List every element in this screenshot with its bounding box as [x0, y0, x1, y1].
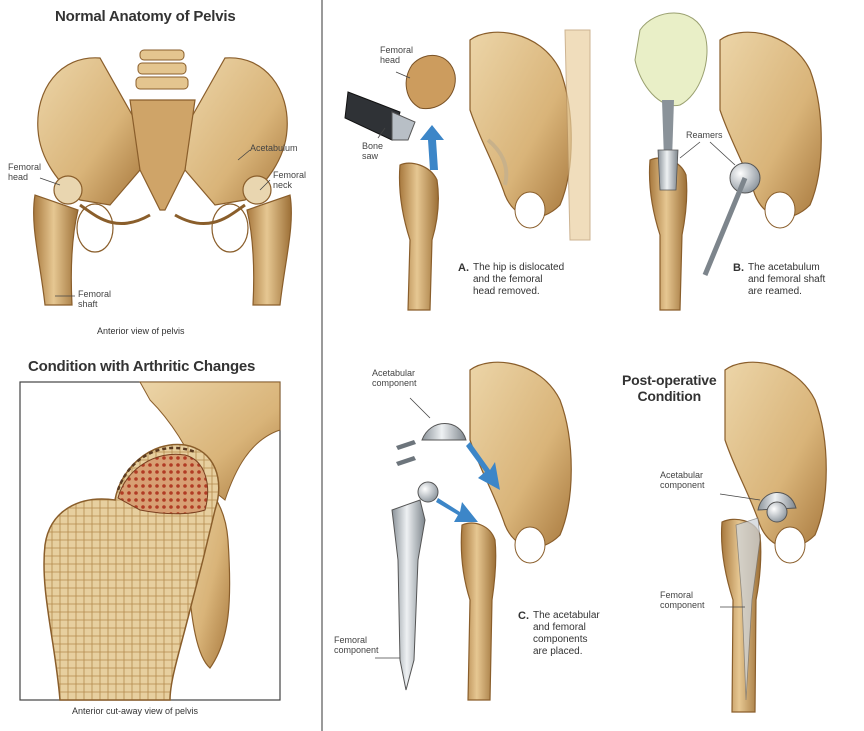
postop-label-acetabular-component: Acetabular component [660, 470, 705, 490]
normal-pelvis-illustration [34, 50, 292, 305]
step-b-text: The acetabulum and femoral shaft are rea… [748, 262, 825, 298]
step-b-caption: B. The acetabulum and femoral shaft are … [733, 262, 825, 298]
step-a-label-femoral-head: Femoral head [380, 45, 413, 65]
label-femoral-head: Femoral head [8, 162, 41, 182]
step-c-caption: C. The acetabular and femoral components… [518, 610, 600, 658]
label-femoral-neck: Femoral neck [273, 170, 306, 190]
step-c-letter: C. [518, 610, 529, 658]
step-c-label-acetabular-component: Acetabular component [372, 368, 417, 388]
step-b-leaders [680, 142, 735, 165]
arthritic-cutaway-illustration [20, 382, 280, 700]
postop-title: Post-operative Condition [622, 372, 716, 404]
step-c-label-femoral-component: Femoral component [334, 635, 379, 655]
step-b-label-reamers: Reamers [686, 130, 723, 140]
step-a-caption: A. The hip is dislocated and the femoral… [458, 262, 564, 298]
postop-illustration [722, 362, 827, 712]
step-b-letter: B. [733, 262, 744, 298]
postop-label-femoral-component: Femoral component [660, 590, 705, 610]
step-a-text: The hip is dislocated and the femoral he… [473, 262, 564, 298]
arthritic-caption: Anterior cut-away view of pelvis [72, 706, 198, 716]
step-a-letter: A. [458, 262, 469, 298]
step-a-label-bone-saw: Bone saw [362, 141, 383, 161]
arthritic-title: Condition with Arthritic Changes [28, 358, 255, 375]
label-femoral-shaft: Femoral shaft [78, 289, 111, 309]
normal-caption: Anterior view of pelvis [97, 326, 185, 336]
label-acetabulum: Acetabulum [250, 143, 298, 153]
step-c-text: The acetabular and femoral components ar… [533, 610, 600, 658]
